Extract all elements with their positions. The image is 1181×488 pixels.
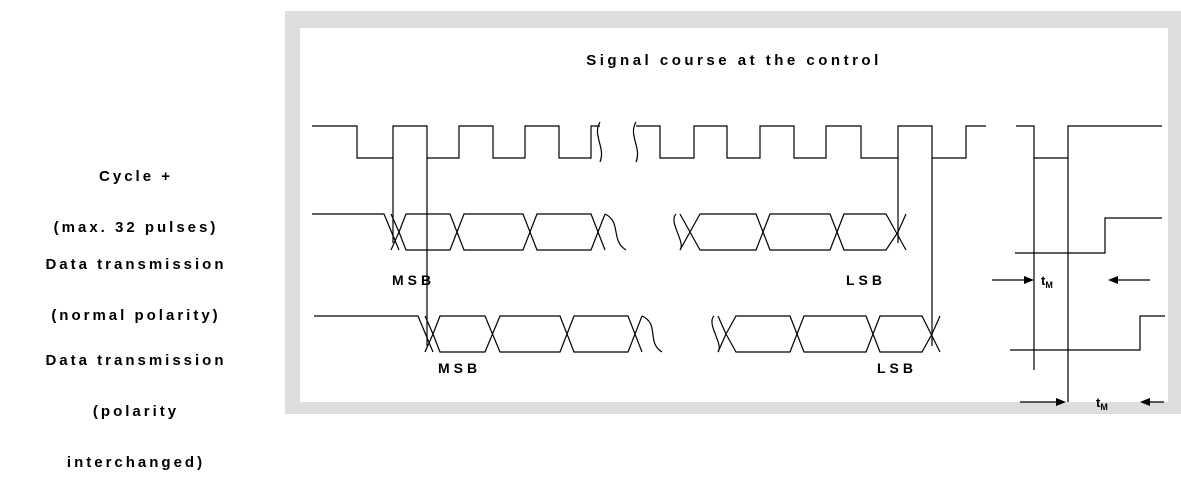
row-label-line: Data transmission bbox=[45, 352, 227, 369]
data-inverted-waveform bbox=[314, 315, 434, 353]
data-normal-bits-right bbox=[679, 213, 907, 251]
row-label-line: Data transmission bbox=[45, 256, 227, 273]
diagram-title: Signal course at the control bbox=[586, 52, 882, 69]
data-inverted-tail bbox=[1010, 315, 1165, 351]
clock-waveform-right bbox=[636, 125, 986, 159]
timing-subscript: M bbox=[1100, 402, 1108, 412]
clock-break-mark bbox=[596, 121, 603, 163]
row-label-line: interchanged) bbox=[66, 454, 206, 471]
row-label-clock: Cycle + (max. 32 pulses) bbox=[0, 134, 272, 253]
arrow-head-left bbox=[1140, 398, 1150, 406]
clock-single-pulse bbox=[1016, 125, 1162, 159]
lsb-label: LSB bbox=[846, 272, 886, 288]
diagram-canvas bbox=[300, 28, 1168, 402]
data-normal-waveform bbox=[312, 213, 400, 251]
lsb-label: LSB bbox=[877, 360, 917, 376]
timing-symbol: t bbox=[1041, 273, 1046, 288]
arrow-head-right bbox=[1056, 398, 1066, 406]
data-inverted-bits bbox=[424, 315, 643, 353]
data-break-mark bbox=[604, 213, 627, 251]
timing-diagram: MSB LSB MSB LSB tM tM bbox=[312, 121, 1165, 412]
timing-label: tM bbox=[1041, 273, 1053, 290]
data-normal-tail bbox=[1015, 217, 1162, 254]
arrow-head-left bbox=[1108, 276, 1118, 284]
timing-label: tM bbox=[1096, 395, 1108, 412]
data-normal-bits bbox=[390, 213, 606, 251]
timing-symbol: t bbox=[1096, 395, 1101, 410]
row-label-line: Cycle + bbox=[99, 168, 173, 185]
row-label-line: (max. 32 pulses) bbox=[53, 219, 219, 236]
data-break-mark bbox=[673, 213, 682, 251]
data-inverted-bits-right bbox=[717, 315, 941, 353]
arrow-head-right bbox=[1024, 276, 1034, 284]
data-break-mark bbox=[641, 315, 663, 353]
row-label-line: (normal polarity) bbox=[51, 307, 221, 324]
row-label-data-normal: Data transmission (normal polarity) bbox=[0, 222, 272, 341]
data-break-mark bbox=[711, 315, 720, 353]
msb-label: MSB bbox=[392, 272, 435, 288]
clock-waveform-left bbox=[312, 125, 600, 159]
clock-break-mark bbox=[632, 121, 639, 163]
msb-label: MSB bbox=[438, 360, 481, 376]
timing-subscript: M bbox=[1045, 280, 1053, 290]
